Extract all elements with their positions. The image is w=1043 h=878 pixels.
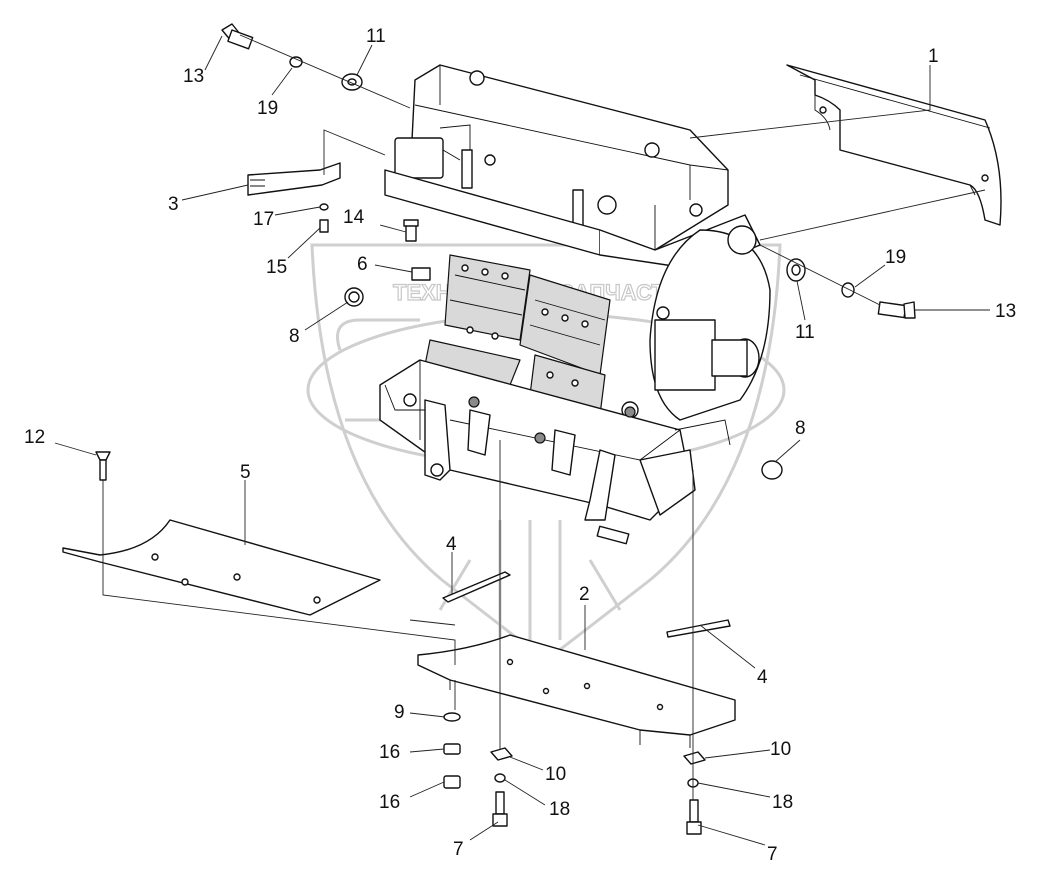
part-19-washer-top [289,56,303,68]
part-7-bolt-b [686,799,702,835]
callout-19-right: 19 [885,247,906,268]
callout-7-right: 7 [767,844,778,865]
callout-2: 2 [579,584,590,605]
part-8-plug-right [761,460,783,480]
part-13-bolt-top [221,23,254,50]
main-assembly [379,64,771,545]
part-14-bolt [403,219,419,242]
part-18-washer-a [494,773,506,783]
part-16-nut-b [443,775,461,789]
callout-18-left: 18 [549,799,570,820]
callout-11-right: 11 [795,322,815,343]
part-13-bolt-right [877,301,916,319]
leader-lines [54,35,990,846]
part-7-bolt-a [492,791,508,827]
part-2-plate [417,634,736,736]
part-4-strip-a [442,571,511,603]
callout-8-left: 8 [289,326,300,347]
part-19-washer-right [841,282,855,298]
part-15-bolt [319,219,329,233]
callout-4-left: 4 [446,534,457,555]
part-1-cover [786,64,1002,226]
callout-12: 12 [24,427,45,448]
part-10-plate-b [683,751,706,765]
part-11-washer-top [341,73,363,91]
callout-8-right: 8 [795,418,806,439]
callout-19-left: 19 [257,98,278,119]
assembly-lines [102,34,881,800]
callout-9: 9 [394,702,405,723]
callout-15: 15 [266,257,287,278]
part-10-plate-a [490,747,513,761]
callout-18-right: 18 [772,792,793,813]
callout-17: 17 [253,209,274,230]
callout-16-upper: 16 [379,742,400,763]
rotor-bolts [461,264,589,387]
part-3-bracket [247,162,341,196]
part-5-plate [62,519,381,616]
callout-4-right: 4 [757,667,768,688]
callout-7-left: 7 [453,839,464,860]
callout-6: 6 [357,254,368,275]
callout-10-left: 10 [545,764,566,785]
callout-13-right: 13 [995,301,1016,322]
part-16-nut-a [443,743,461,755]
callout-14: 14 [343,207,365,228]
part-9-washer [443,712,461,722]
part-4-strip-b [666,619,731,638]
part-11-washer-right [786,258,806,282]
part-12-bolt [95,451,111,481]
callout-16-lower: 16 [379,792,400,813]
callout-1: 1 [928,46,939,67]
part-6-block [411,267,431,281]
part-8-plug-left [344,287,364,307]
callout-10-right: 10 [770,739,791,760]
callout-labels: 1 2 3 4 4 5 6 7 7 8 8 9 10 10 11 11 12 1… [24,26,1016,865]
callout-5: 5 [240,462,251,483]
callout-11-top: 11 [366,26,386,47]
callout-13-left: 13 [183,66,204,87]
part-17-washer [319,203,329,211]
callout-3: 3 [168,194,179,215]
